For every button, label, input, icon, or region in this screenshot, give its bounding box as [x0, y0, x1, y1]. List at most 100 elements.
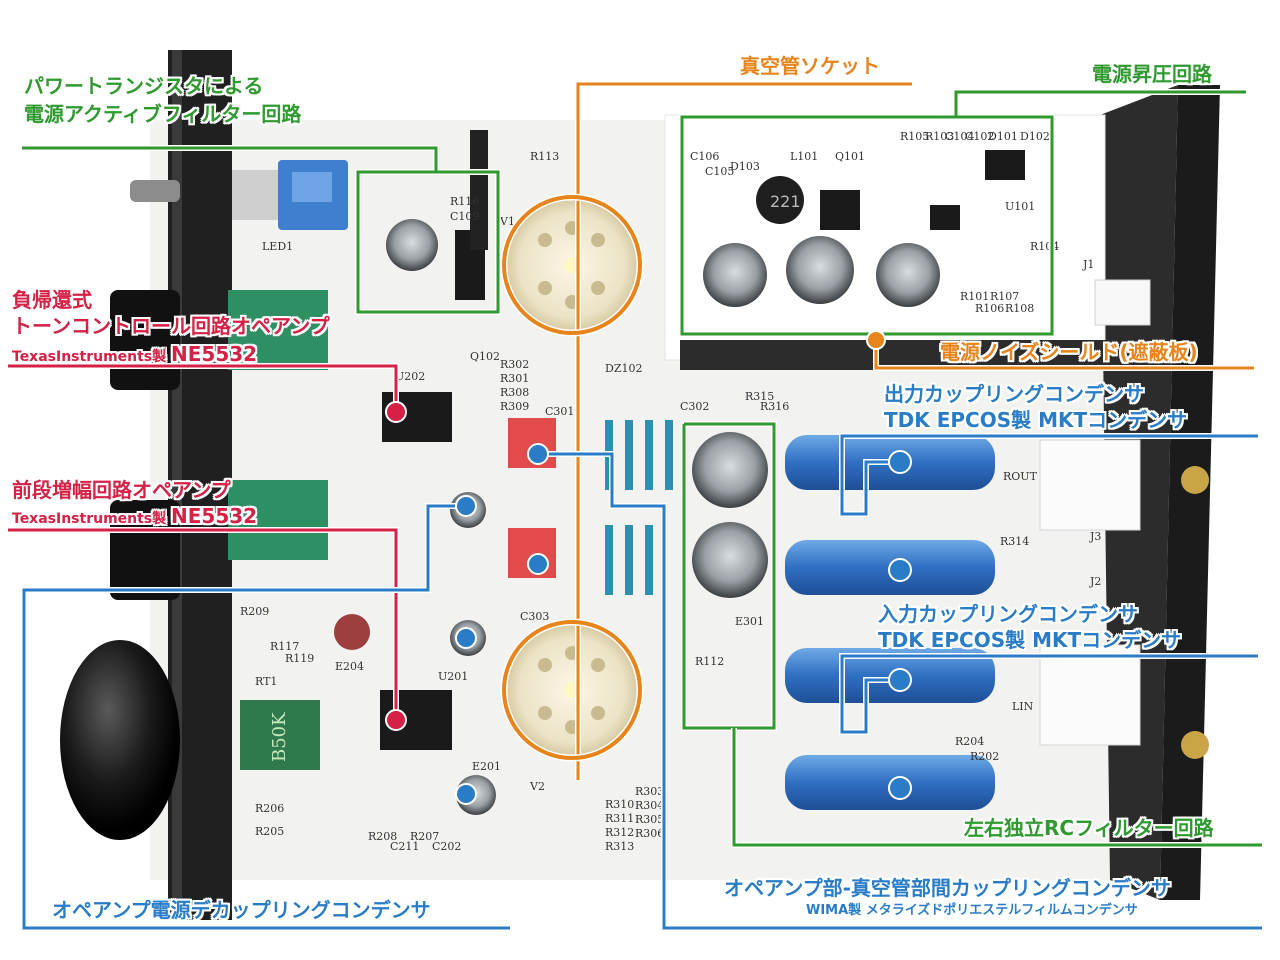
silk-r315: R315 — [745, 390, 774, 403]
silk-c211: C211 — [390, 840, 419, 853]
silk-r112: R112 — [695, 655, 724, 668]
silk-r208: R208 — [368, 830, 397, 843]
silk-r308: R308 — [500, 386, 529, 399]
silk-d103: D103 — [730, 160, 760, 173]
silk-c302: C302 — [680, 400, 709, 413]
rca-jack-in — [1039, 644, 1141, 746]
silk-c303: C303 — [520, 610, 549, 623]
silk-c105: C105 — [705, 165, 734, 178]
silk-r206: R206 — [255, 802, 284, 815]
silk-r103: R103 — [925, 130, 954, 143]
silk-r202: R202 — [970, 750, 999, 763]
silk-q102: Q102 — [470, 350, 500, 363]
rc-filter-cap-2 — [692, 522, 768, 598]
silk-e204: E204 — [335, 660, 364, 673]
label-rc-filter: 左右独立RCフィルター回路 — [964, 816, 1214, 840]
boost-cap-2 — [786, 236, 854, 304]
label-feedback-1: 負帰還式 — [12, 288, 92, 312]
silk-r117: R117 — [270, 640, 299, 653]
silk-c102: C102 — [965, 130, 994, 143]
label-out-coupling-1: 出力カップリングコンデンサ — [884, 382, 1144, 406]
silk-r302: R302 — [500, 358, 529, 371]
preamp-maker-text: TexasInstruments製 — [12, 511, 167, 527]
feedback-part-text: NE5532 — [171, 342, 258, 366]
silk-c109: C109 — [450, 210, 479, 223]
label-transistor-filter-1: パワートランジスタによる — [24, 74, 264, 98]
silk-j1: J1 — [1082, 258, 1094, 271]
silk-r113: R113 — [530, 150, 559, 163]
label-in-coupling-2: TDK EPCOS製 MKTコンデンサ — [878, 628, 1182, 652]
silkscreen: R113 V1 V2 LED1 R116 C109 Q102 U202 U201… — [240, 130, 1101, 853]
label-feedback-2: トーンコントロール回路オペアンプ — [12, 314, 330, 338]
label-preamp-maker: TexasInstruments製 NE5532 — [12, 506, 257, 526]
silk-r108: R108 — [1005, 302, 1034, 315]
silk-r119: R119 — [285, 652, 314, 665]
label-opamp-decoupling: オペアンプ電源デカップリングコンデンサ — [52, 898, 431, 922]
rca-jack-out — [1039, 439, 1141, 531]
silk-r316: R316 — [760, 400, 789, 413]
silk-u201: U201 — [438, 670, 468, 683]
silk-q101: Q101 — [835, 150, 865, 163]
silk-v1: V1 — [499, 215, 515, 228]
silk-rt1: RT1 — [255, 675, 277, 688]
silk-r301: R301 — [500, 372, 529, 385]
inductor — [756, 176, 804, 224]
label-boost-circuit: 電源昇圧回路 — [1092, 62, 1212, 86]
pot-b50k-label: B50K — [269, 712, 290, 762]
pot-2 — [228, 480, 328, 560]
label-feedback-maker: TexasInstruments製 NE5532 — [12, 344, 257, 364]
label-noise-shield: 電源ノイズシールド(遮蔽板) — [940, 340, 1198, 364]
silk-r105: R105 — [900, 130, 929, 143]
silk-r314: R314 — [1000, 535, 1029, 548]
silk-e301: E301 — [735, 615, 764, 628]
label-tube-coupling-1: オペアンプ部-真空管部間カップリングコンデンサ — [724, 876, 1171, 900]
silk-d101: D101 — [988, 130, 1018, 143]
boost-mosfet — [820, 190, 860, 230]
label-tube-socket: 真空管ソケット — [740, 54, 880, 78]
label-tube-coupling-2: WIMA製 メタライズドポリエステルフィルムコンデンサ — [806, 903, 1138, 918]
boost-cap-3 — [876, 243, 940, 307]
silk-r207: R207 — [410, 830, 439, 843]
silk-led1: LED1 — [262, 240, 293, 253]
boost-cap-1 — [703, 243, 767, 307]
silk-c202: C202 — [432, 840, 461, 853]
silk-r101: R101 — [960, 290, 989, 303]
silk-r304: R304 — [635, 799, 664, 812]
silk-r204: R204 — [955, 735, 984, 748]
silk-r116: R116 — [450, 195, 479, 208]
feedback-maker-text: TexasInstruments製 — [12, 349, 167, 365]
label-in-coupling-1: 入力カップリングコンデンサ — [878, 602, 1138, 626]
pot-1 — [228, 290, 328, 370]
silk-rout: ROUT — [1003, 470, 1038, 483]
silk-r305: R305 — [635, 813, 664, 826]
silk-r107: R107 — [990, 290, 1019, 303]
silk-r312: R312 — [605, 826, 634, 839]
silk-l101: L101 — [790, 150, 818, 163]
silk-c104: C104 — [945, 130, 974, 143]
label-transistor-filter-2: 電源アクティブフィルター回路 — [24, 102, 302, 126]
knob-2 — [110, 500, 180, 600]
silk-r313: R313 — [605, 840, 634, 853]
silk-r209: R209 — [240, 605, 269, 618]
silk-dz102: DZ102 — [605, 362, 642, 375]
preamp-part-text: NE5532 — [171, 504, 258, 528]
silk-v2: V2 — [529, 780, 545, 793]
silk-u202: U202 — [395, 370, 425, 383]
silk-r310: R310 — [605, 798, 634, 811]
silk-e201: E201 — [472, 760, 501, 773]
front-panel — [168, 50, 232, 920]
silk-d102: D102 — [1020, 130, 1050, 143]
silk-r205: R205 — [255, 825, 284, 838]
silk-j3: J3 — [1089, 530, 1101, 543]
volume-knob — [60, 640, 180, 840]
silk-r106: R106 — [975, 302, 1004, 315]
silk-c106: C106 — [690, 150, 719, 163]
silk-u101: U101 — [1005, 200, 1035, 213]
silk-r303: R303 — [635, 785, 664, 798]
filter-capacitor — [386, 219, 438, 271]
inductor-label: 221 — [770, 192, 801, 211]
silk-r311: R311 — [605, 812, 634, 825]
silk-c301: C301 — [545, 405, 574, 418]
